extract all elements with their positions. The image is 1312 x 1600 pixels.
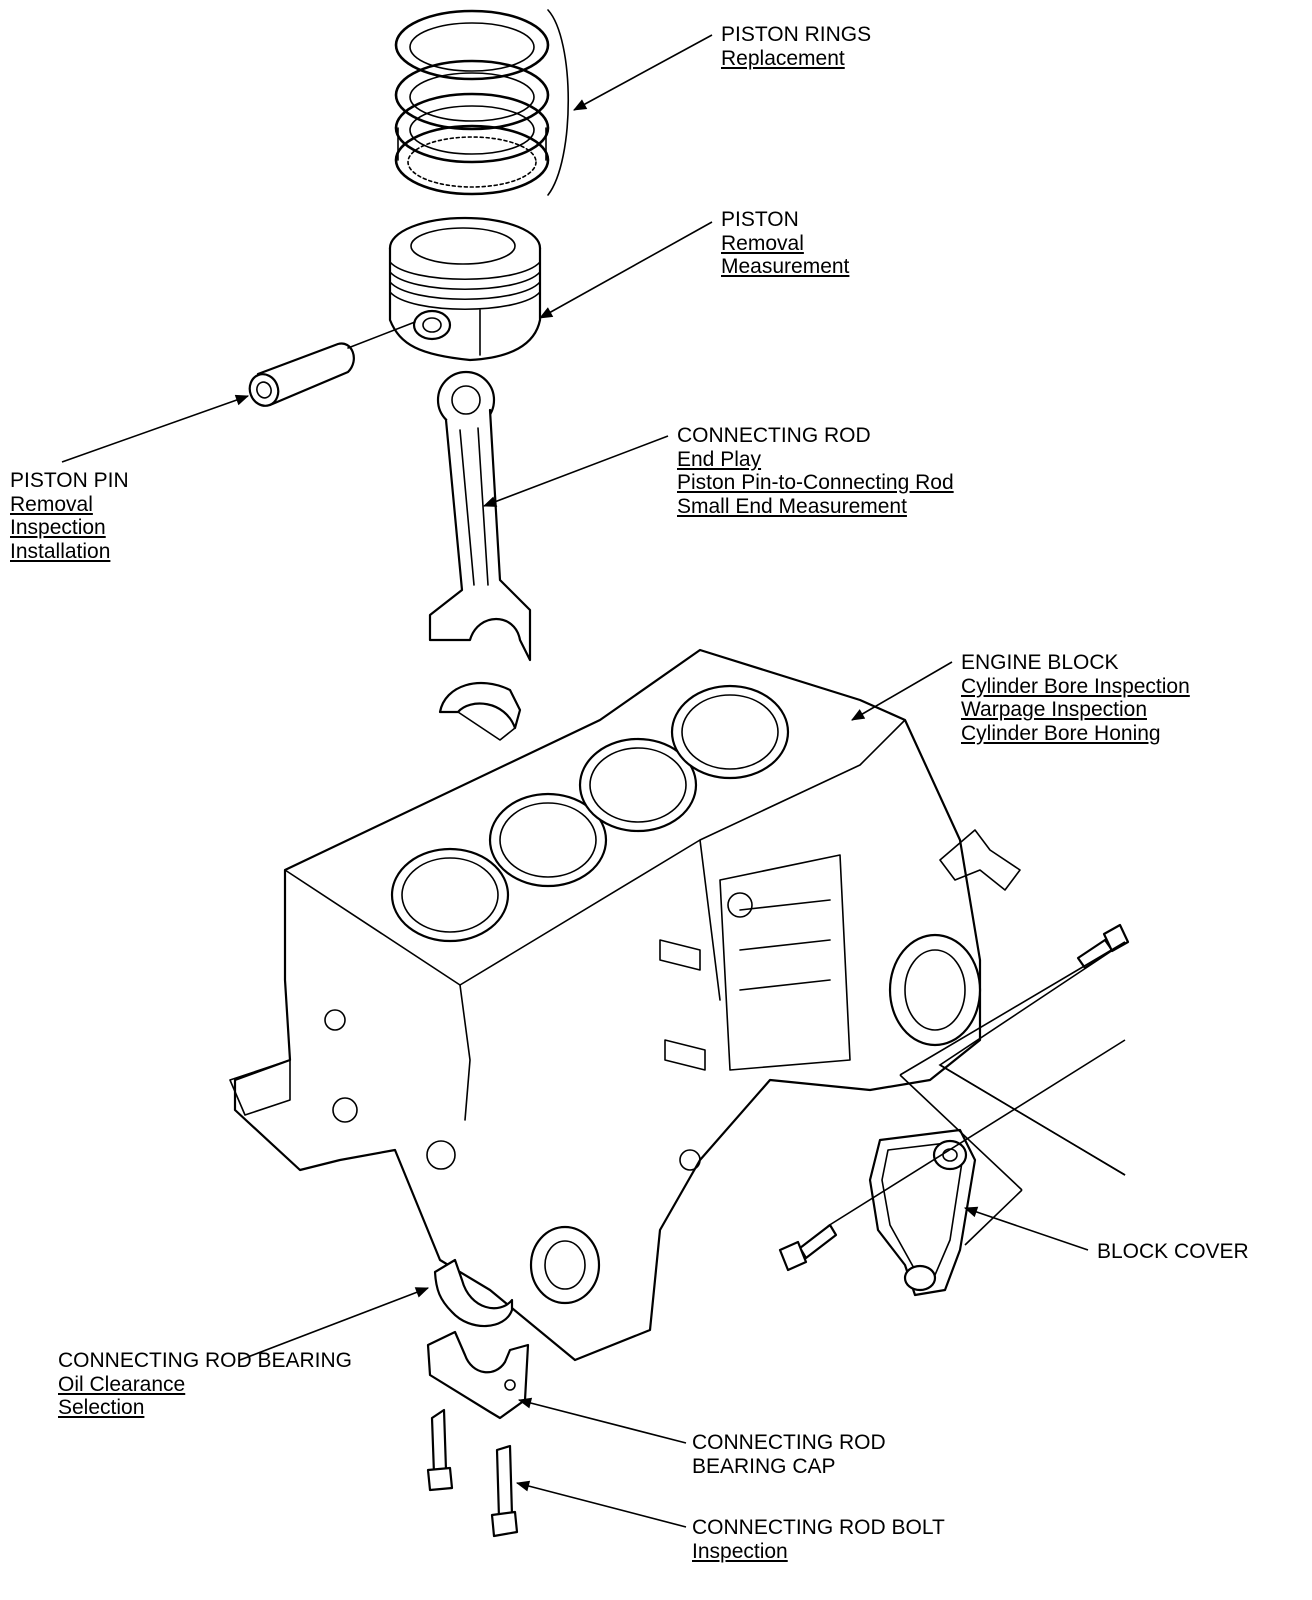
block-cover-part [868, 1128, 977, 1297]
engine-block-part [229, 648, 1021, 1362]
piston-part [388, 216, 542, 362]
piston-pin-label: PISTON PIN Removal Inspection Installati… [10, 469, 129, 563]
bearing-cap-title-line2: BEARING CAP [692, 1454, 836, 1478]
connecting-rod-end-play-link[interactable]: End Play [677, 447, 762, 471]
piston-rings-title: PISTON RINGS [721, 23, 872, 46]
engine-block-warpage-link[interactable]: Warpage Inspection [961, 698, 1147, 721]
piston-removal-link[interactable]: Removal [721, 231, 804, 255]
connecting-rod-pin-to-rod-link[interactable]: Piston Pin-to-Connecting Rod [677, 471, 954, 494]
rod-bolt-inspection-link[interactable]: Inspection [692, 1539, 788, 1563]
connecting-rod-part [428, 370, 532, 662]
piston-title: PISTON [721, 208, 799, 231]
piston-pin-title: PISTON PIN [10, 469, 129, 492]
block-cover-bolt-lower [778, 1223, 838, 1272]
leader-lines [61, 34, 1126, 1528]
connecting-rod-small-end-link[interactable]: Small End Measurement [677, 494, 907, 518]
piston-pin-installation-link[interactable]: Installation [10, 539, 111, 563]
rod-bearing-title: CONNECTING ROD BEARING [58, 1349, 353, 1372]
rod-bearing-selection-link[interactable]: Selection [58, 1396, 145, 1419]
block-cover-title: BLOCK COVER [1097, 1240, 1249, 1263]
piston-pin-inspection-link[interactable]: Inspection [10, 516, 106, 539]
engine-block-bore-honing-link[interactable]: Cylinder Bore Honing [961, 721, 1161, 745]
piston-rings-label: PISTON RINGS Replacement [721, 23, 871, 70]
piston-pin-part [248, 321, 416, 407]
piston-measurement-link[interactable]: Measurement [721, 255, 850, 278]
block-cover-label: BLOCK COVER [1097, 1240, 1249, 1264]
piston-rings-part [394, 9, 569, 196]
engine-block-label: ENGINE BLOCK Cylinder Bore Inspection Wa… [961, 651, 1190, 745]
rod-bolt-left [426, 1408, 454, 1492]
connecting-rod-label: CONNECTING ROD End Play Piston Pin-to-Co… [677, 424, 954, 518]
piston-label: PISTON Removal Measurement [721, 208, 849, 279]
rod-bearing-oil-clearance-link[interactable]: Oil Clearance [58, 1372, 186, 1396]
rod-bolt-title: CONNECTING ROD BOLT [692, 1516, 945, 1539]
piston-rings-replacement-link[interactable]: Replacement [721, 46, 845, 70]
lower-bearing-shell-part [433, 1258, 514, 1328]
rod-bearing-label: CONNECTING ROD BEARING Oil Clearance Sel… [58, 1349, 352, 1420]
engine-block-bore-inspection-link[interactable]: Cylinder Bore Inspection [961, 674, 1190, 698]
upper-bearing-shell-part [438, 681, 522, 741]
rod-bolt-right [490, 1444, 519, 1538]
rod-bolt-label: CONNECTING ROD BOLT Inspection [692, 1516, 945, 1563]
bearing-cap-label: CONNECTING ROD BEARING CAP [692, 1431, 886, 1478]
bearing-cap-title-line1: CONNECTING ROD [692, 1431, 886, 1454]
bearing-cap-part [426, 1330, 530, 1420]
piston-pin-removal-link[interactable]: Removal [10, 492, 93, 516]
block-cover-bolt-upper [1076, 923, 1130, 970]
engine-block-title: ENGINE BLOCK [961, 651, 1119, 674]
connecting-rod-title: CONNECTING ROD [677, 424, 871, 447]
